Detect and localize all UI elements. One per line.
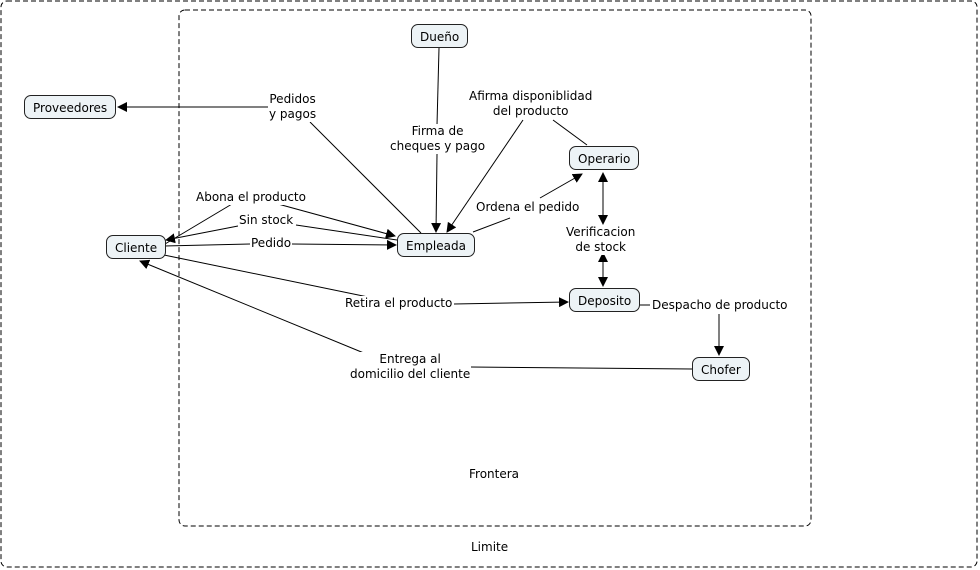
link-retira-producto: Retira el producto (344, 296, 454, 311)
link-abona-producto: Abona el producto (195, 190, 307, 205)
link-pedidos-pagos: Pedidos y pagos (268, 92, 318, 122)
edge-empleada-pedidos (309, 121, 422, 234)
node-dueno[interactable]: Dueño (411, 24, 469, 48)
edge-abona-empleada (277, 203, 396, 239)
edge-sinstock-cliente (165, 225, 239, 244)
edge-cliente-retira (163, 254, 369, 298)
link-pedido: Pedido (250, 236, 293, 251)
node-operario[interactable]: Operario (569, 146, 640, 170)
node-proveedores[interactable]: Proveedores (24, 95, 117, 119)
edge-afirma-empleada (446, 119, 524, 233)
node-chofer[interactable]: Chofer (692, 357, 750, 381)
edge-empleada-ordena (472, 217, 511, 233)
edge-dueno-firma (436, 47, 440, 126)
label-limite: Limite (471, 540, 509, 554)
edge-cliente-abona (164, 203, 233, 245)
edge-pedido-empleada (291, 239, 397, 250)
link-despacho-producto: Despacho de producto (651, 298, 789, 313)
node-deposito[interactable]: Deposito (569, 288, 641, 312)
edge-cliente-pedido (163, 243, 251, 247)
inner-boundary-frontera (178, 9, 812, 527)
label-frontera: Frontera (469, 467, 520, 481)
node-cliente[interactable]: Cliente (106, 235, 167, 259)
edge-entrega-cliente (139, 259, 377, 359)
link-firma-cheques: Firma de cheques y pago (389, 124, 487, 154)
link-ordena-pedido: Ordena el pedido (475, 200, 581, 215)
edge-operario-afirma (552, 119, 588, 146)
edge-empleada-sinstock (295, 224, 398, 241)
link-afirma-disponibilidad: Afirma disponiblidad del producto (468, 89, 594, 119)
edge-ordena-operario (539, 173, 583, 199)
edge-chofer-entrega (469, 366, 693, 370)
edge-firma-empleada (431, 153, 442, 233)
node-empleada[interactable]: Empleada (397, 233, 475, 257)
link-verificacion-stock: Verificacion de stock (565, 225, 637, 255)
link-sin-stock: Sin stock (238, 213, 295, 228)
edge-retira-deposito (453, 297, 569, 308)
link-entrega-domicilio: Entrega al domicilio del cliente (349, 352, 472, 382)
